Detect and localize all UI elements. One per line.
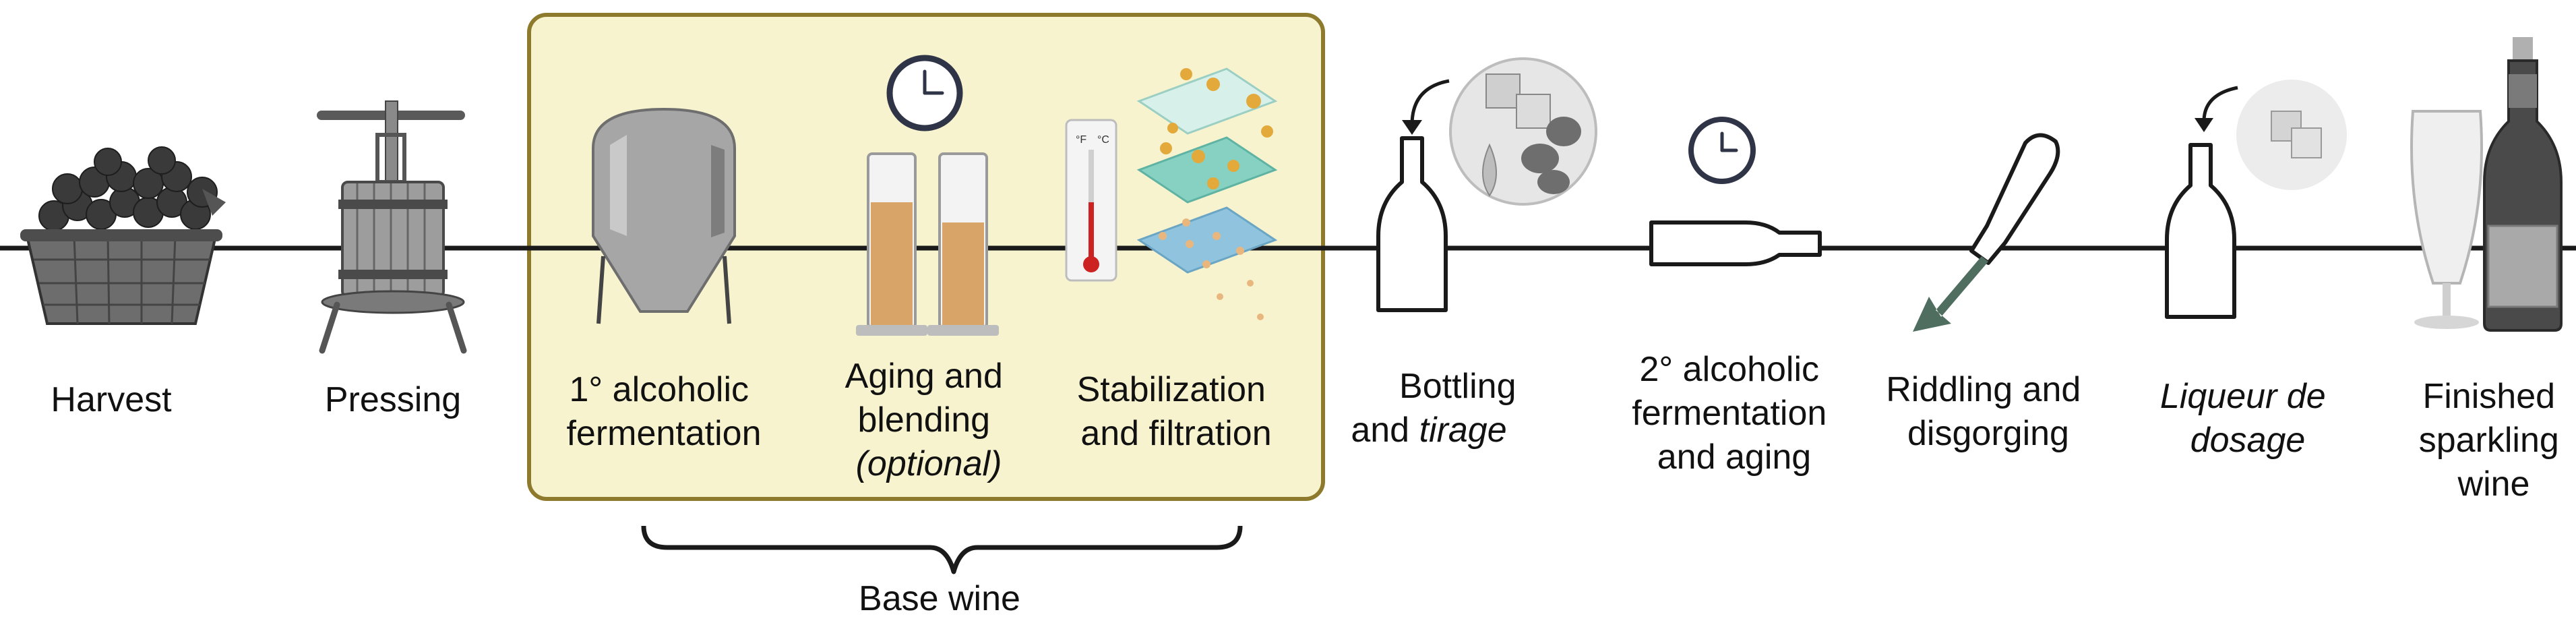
wine-press-icon	[317, 100, 467, 354]
label-harvest: Harvest	[51, 380, 172, 419]
champagne-bottle-icon	[2483, 37, 2563, 332]
label-fermentation2: 2° alcoholic fermentation and aging	[1632, 350, 1837, 477]
tirage-bubble-icon	[1449, 57, 1597, 206]
label-liqueur-line2: dosage	[2190, 421, 2306, 460]
filtration-sheets-icon	[1136, 67, 1278, 320]
label-finished-line1: Finished	[2422, 377, 2555, 416]
label-fermentation2-line1: 2° alcoholic	[1640, 350, 1820, 389]
label-bottling-line2-italic: tirage	[1419, 411, 1507, 450]
clock-icon	[886, 55, 963, 131]
label-riddling-line2: disgorging	[1907, 414, 2069, 453]
label-bottling-line1: Bottling	[1399, 367, 1516, 406]
label-pressing: Pressing	[325, 380, 461, 419]
label-aging-line1: Aging and	[845, 357, 1003, 396]
label-fermentation2-line3: and aging	[1657, 438, 1811, 477]
label-bottling: Bottling and tirage	[1351, 367, 1526, 450]
label-aging-line2: blending	[857, 400, 990, 440]
label-finished-line3: wine	[2457, 465, 2530, 504]
label-liqueur: Liqueur de dosage	[2160, 377, 2335, 460]
label-pressing-line: Pressing	[325, 380, 461, 419]
celsius-unit-label: °C	[1097, 134, 1109, 146]
fermentation-tank-icon	[592, 107, 736, 324]
label-base-wine: Base wine	[859, 579, 1020, 618]
label-finished-line2: sparkling	[2419, 421, 2559, 460]
label-aging-note: (optional)	[856, 444, 1002, 483]
grape-basket-icon	[20, 146, 226, 325]
label-harvest-line: Harvest	[51, 380, 172, 419]
riddling-bottle-icon	[1913, 133, 2060, 332]
dosage-bottle-icon	[2165, 143, 2236, 319]
label-riddling-line1: Riddling and	[1886, 370, 2081, 409]
dosage-bubble-icon	[2236, 80, 2347, 190]
label-aging: Aging and blending (optional)	[845, 357, 1013, 483]
label-fermentation2-line2: fermentation	[1632, 394, 1827, 433]
graduated-cylinders-icon	[856, 152, 999, 336]
label-fermentation1: 1° alcoholic fermentation	[566, 370, 761, 453]
label-fermentation1-line2: fermentation	[566, 414, 761, 453]
label-stabilization: Stabilization and filtration	[1077, 370, 1276, 453]
fahrenheit-unit-label: °F	[1076, 134, 1086, 146]
champagne-glass-icon	[2410, 110, 2483, 329]
label-finished: Finished sparkling wine	[2419, 377, 2569, 504]
horizontal-bottle-icon	[1649, 220, 1822, 266]
label-stabilization-line1: Stabilization	[1077, 370, 1266, 409]
label-fermentation1-line1: 1° alcoholic	[570, 370, 749, 409]
dosage-arrow-icon	[2202, 86, 2238, 122]
label-bottling-line2-prefix: and	[1351, 411, 1419, 450]
aging-clock-icon	[1688, 117, 1756, 184]
label-riddling: Riddling and disgorging	[1886, 370, 2091, 453]
bottle-icon	[1376, 136, 1448, 312]
label-stabilization-line2: and filtration	[1080, 414, 1271, 453]
thermometer-icon: °F °C	[1065, 119, 1117, 282]
label-liqueur-line1: Liqueur de	[2160, 377, 2326, 416]
tirage-arrow-icon	[1410, 79, 1450, 125]
base-wine-brace	[641, 525, 1243, 574]
